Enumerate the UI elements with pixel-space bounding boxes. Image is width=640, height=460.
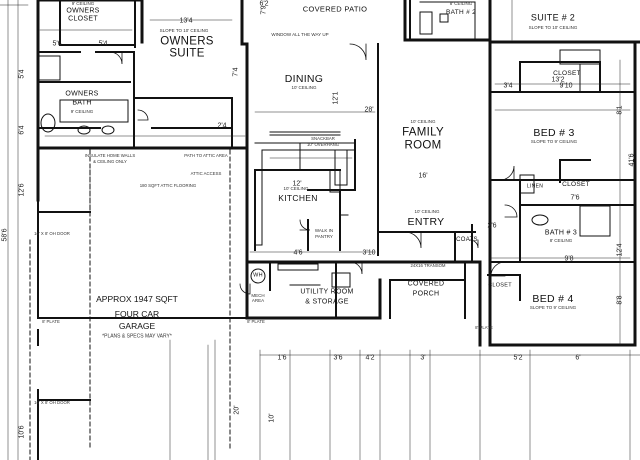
- dining-title: DINING: [284, 72, 324, 85]
- owners-bath-title-1: OWNERS: [65, 90, 99, 98]
- dim-right-c: 8'8: [616, 295, 624, 305]
- mech-title-2: AREA: [251, 297, 265, 303]
- note-insulate: INSULATE HOME WALLS: [84, 152, 136, 158]
- note-overhang: 10" OVERHANG: [306, 141, 340, 147]
- pantry-title-2: PANTRY: [315, 233, 333, 239]
- suite2-closet-title: CLOSET: [553, 69, 581, 77]
- note-attic-access: ATTIC ACCESS: [190, 170, 222, 176]
- note-snackbar: SNACKBAR: [311, 135, 335, 141]
- pantry-title-1: WALK IN: [314, 227, 334, 233]
- dim-left-a: 12'6: [18, 183, 26, 197]
- dim-bottom-porch-b: 3'6: [333, 354, 343, 362]
- utility-title-1: UTILITY ROOM: [300, 288, 354, 296]
- dim-suite-depth: 7'4: [232, 67, 240, 77]
- bath2-ceiling: 8' CEILING: [449, 0, 473, 6]
- linen-title: LINEN: [526, 183, 544, 190]
- note-plate-garage: 8' PLATE: [42, 318, 60, 324]
- owners-bath-title-2: BATH: [72, 99, 92, 107]
- owners-suite-ceiling: SLOPE TO 10' CEILING: [159, 27, 209, 33]
- coats-title: COATS: [456, 237, 478, 243]
- family-room-title-2: ROOM: [404, 139, 442, 152]
- garage-title-2: GARAGE: [118, 320, 156, 331]
- dim-suite2-hall: 3'4: [503, 82, 513, 90]
- dim-right-b: 12'4: [616, 243, 624, 257]
- family-room-title-1: FAMILY: [402, 126, 444, 139]
- dim-family-depth: 16': [418, 172, 428, 180]
- garage-title-1: FOUR CAR: [114, 308, 160, 319]
- family-room-ceiling: 10' CEILING: [410, 118, 436, 124]
- dim-pantry: 4'6: [293, 249, 303, 257]
- dim-driveway-a: 10': [268, 413, 276, 423]
- note-transom: 24X16 TRANSOM: [410, 262, 446, 268]
- covered-patio-note: WINDOW ALL THE WAY UP: [271, 31, 329, 37]
- note-path-attic: PATH TO ATTIC AREA: [184, 152, 228, 158]
- dim-driveway-b: 20': [233, 405, 241, 415]
- dim-closet-b: 5'4: [98, 40, 108, 48]
- dim-top-b: 7'9: [260, 5, 268, 15]
- dim-left-total: 58'6: [1, 228, 9, 242]
- dim-dining-depth: 12'1: [332, 91, 340, 105]
- note-plate-utility: 8' PLATE: [247, 318, 265, 324]
- dim-left-c: 5'4: [18, 69, 26, 79]
- dim-bottom-porch-c: 3': [420, 354, 426, 362]
- bed3-ceiling: SLOPE TO 9' CEILING: [530, 138, 578, 144]
- owners-suite-title-2: SUITE: [169, 47, 205, 60]
- garage-sqft: APPROX 1947 SQFT: [96, 293, 178, 304]
- dim-bottom-porch-a: 4'2: [365, 354, 375, 362]
- suite2-title: SUITE # 2: [530, 12, 576, 23]
- entry-ceiling: 10' CEILING: [414, 208, 440, 214]
- note-garage-door-b: 16' X 8' OH DOOR: [34, 399, 70, 405]
- kitchen-ceiling: 10' CEILING: [283, 185, 309, 191]
- dim-family-width: 28': [364, 106, 374, 114]
- dining-ceiling: 10' CEILING: [291, 84, 317, 90]
- dim-right-total: 41'6: [628, 153, 636, 167]
- covered-patio-title: COVERED PATIO: [302, 4, 368, 14]
- dim-kitchen-width: 12': [292, 180, 302, 188]
- owners-bath-ceiling: 9' CEILING: [70, 108, 94, 114]
- dim-kitchen-hall: 3'10: [362, 249, 376, 257]
- bath3-ceiling: 8' CEILING: [549, 237, 573, 243]
- entry-title: ENTRY: [407, 215, 445, 228]
- owners-closet-title-2: CLOSET: [68, 15, 98, 23]
- note-attic-flooring: 180 SQFT ATTIC FLOORING: [139, 182, 197, 188]
- note-ceiling-only: & CEILING ONLY: [93, 158, 127, 164]
- bed3-title: BED # 3: [533, 126, 575, 139]
- covered-porch-title-2: PORCH: [412, 290, 440, 298]
- dim-hall-a: 2'6: [487, 222, 497, 230]
- owners-closet-ceiling: 9' CEILING: [71, 0, 95, 6]
- dim-bed3-closet: 7'6: [570, 194, 580, 202]
- dim-bottom-utility: 1'6: [277, 354, 287, 362]
- utility-title-2: & STORAGE: [305, 298, 349, 306]
- dim-top-a: 6'2: [259, 0, 269, 8]
- bath3-title: BATH # 3: [544, 229, 578, 237]
- dim-suite2-width: 13'2: [551, 76, 565, 84]
- dim-left-b: 10'6: [18, 425, 26, 439]
- water-heater-title: WH: [253, 272, 263, 279]
- dim-owners-suite-width: 13'4: [179, 17, 193, 25]
- bed4-closet-title: CLOSET: [488, 282, 512, 289]
- suite2-ceiling: SLOPE TO 10' CEILING: [528, 24, 578, 30]
- dim-right-a: 8'1: [616, 105, 624, 115]
- mech-title-1: MECH: [251, 292, 265, 298]
- dim-closet-a: 5'6: [52, 40, 62, 48]
- owners-closet-title-1: OWNERS: [66, 7, 100, 15]
- bed4-ceiling: SLOPE TO 9' CEILING: [529, 304, 577, 310]
- garage-plans-note: *PLANS & SPECS MAY VARY*: [102, 333, 172, 340]
- bed4-title: BED # 4: [532, 292, 574, 305]
- bed3-closet-title: CLOSET: [562, 180, 590, 188]
- dim-suite2-closet: 9'10: [559, 82, 573, 90]
- dim-bath-a: 2'4: [217, 122, 227, 130]
- bath2-title: BATH # 2: [445, 8, 477, 16]
- dim-bath3-width: 9'8: [564, 255, 574, 263]
- dim-left-d: 6'4: [18, 125, 26, 135]
- note-plate-bed4: 8' PLATE: [475, 324, 493, 330]
- owners-suite-title-1: OWNERS: [160, 35, 214, 48]
- kitchen-title: KITCHEN: [278, 192, 318, 203]
- dim-bottom-bed4-a: 5'2: [513, 354, 523, 362]
- dim-bottom-bed4-b: 6': [575, 354, 581, 362]
- covered-porch-title-1: COVERED: [407, 280, 445, 288]
- note-garage-door-a: 16' X 8' OH DOOR: [34, 230, 70, 236]
